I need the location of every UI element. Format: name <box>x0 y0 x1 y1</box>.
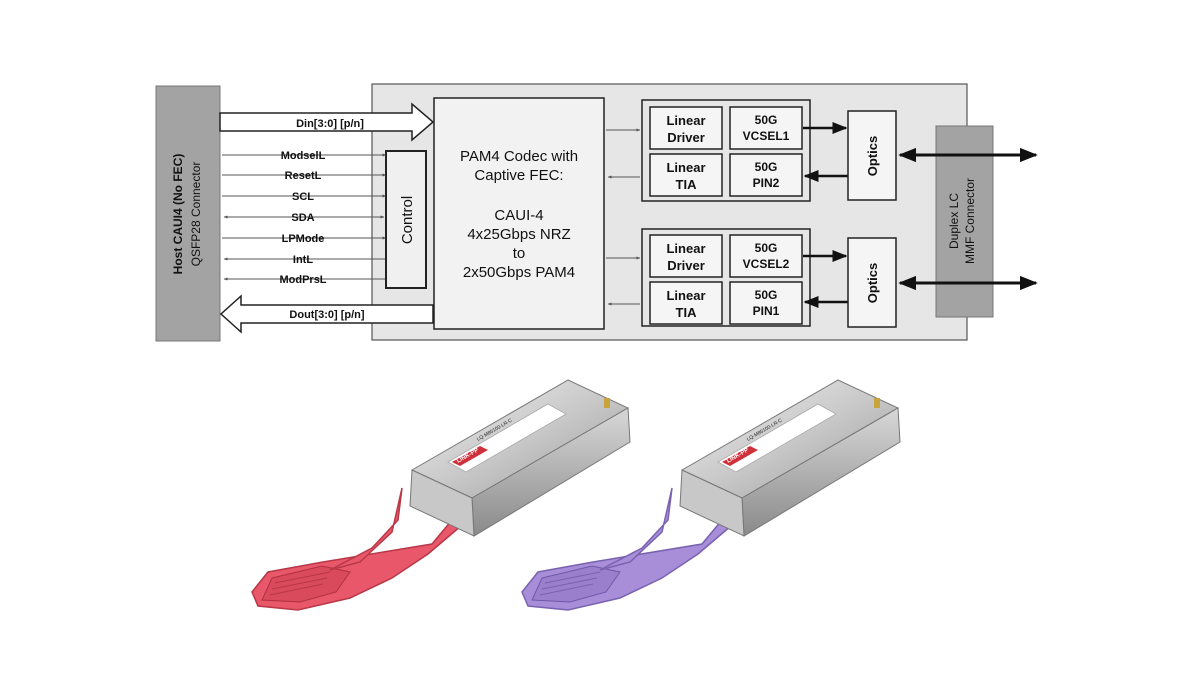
optics-block-2: Optics <box>847 237 897 328</box>
control-signals <box>222 153 387 281</box>
codec-line-3: CAUI-4 <box>494 207 543 224</box>
lane-2: Linear Driver Linear TIA 50G VCSEL2 50G … <box>641 228 811 327</box>
dout-arrow: Dout[3:0] [p/n] <box>219 294 434 334</box>
qsfp-module-left: LINK-PP LQ-M85100-LR-C <box>251 379 631 611</box>
signal-lpmode: LPMode <box>282 233 325 245</box>
dout-label: Dout[3:0] [p/n] <box>289 309 364 321</box>
lane1-tia-line2: TIA <box>676 177 698 192</box>
lane2-driver-line1: Linear <box>666 241 705 256</box>
control-signal-labels: ModselL ResetL SCL SDA LPMode IntL ModPr… <box>279 150 326 286</box>
lane1-vcsel-line2: VCSEL1 <box>743 129 790 143</box>
optics-1-label: Optics <box>865 136 880 176</box>
lane2-tia-line2: TIA <box>676 305 698 320</box>
lane1-driver-box <box>649 106 723 150</box>
codec-block: PAM4 Codec with Captive FEC: CAUI-4 4x25… <box>433 97 605 330</box>
lane2-pin-box <box>729 281 803 325</box>
lane1-pin-box <box>729 153 803 197</box>
signal-sda: SDA <box>291 212 314 224</box>
lane-1: Linear Driver Linear TIA 50G VCSEL1 50G … <box>641 99 811 202</box>
lane2-vcsel-line2: VCSEL2 <box>743 257 790 271</box>
host-title: Host CAUI4 (No FEC) <box>171 154 185 275</box>
lc-line-2: MMF Connector <box>963 178 977 264</box>
lane2-driver-box <box>649 234 723 278</box>
optics-link-arrows <box>803 122 848 308</box>
din-arrow: Din[3:0] [p/n] <box>219 102 435 142</box>
lane2-tia-box <box>649 281 723 325</box>
lane1-pin-line1: 50G <box>755 160 778 174</box>
lane2-vcsel-line1: 50G <box>755 241 778 255</box>
signal-reset: ResetL <box>285 170 322 182</box>
codec-line-5: to <box>513 245 526 262</box>
din-label: Din[3:0] [p/n] <box>296 118 364 130</box>
control-block: Control <box>385 150 427 289</box>
lane2-vcsel-box <box>729 234 803 278</box>
lane2-pin-line1: 50G <box>755 288 778 302</box>
lane1-driver-line2: Driver <box>667 130 705 145</box>
lane1-vcsel-box <box>729 106 803 150</box>
control-label: Control <box>399 196 416 244</box>
optics-block-1: Optics <box>847 110 897 201</box>
fiber-arrows <box>898 147 1038 291</box>
lane1-driver-line1: Linear <box>666 113 705 128</box>
host-connector: Host CAUI4 (No FEC) QSFP28 Connector <box>155 85 221 342</box>
lc-line-1: Duplex LC <box>947 193 961 249</box>
codec-line-1: PAM4 Codec with <box>460 148 578 165</box>
signal-modprs: ModPrsL <box>279 274 326 286</box>
signal-modsel: ModselL <box>281 150 326 162</box>
lane2-pin-line2: PIN1 <box>753 304 780 318</box>
lane1-pin-line2: PIN2 <box>753 176 780 190</box>
codec-lane-arrows <box>606 128 641 306</box>
host-subtitle: QSFP28 Connector <box>189 162 203 267</box>
codec-line-4: 4x25Gbps NRZ <box>467 226 570 243</box>
signal-scl: SCL <box>292 191 314 203</box>
lane2-tia-line1: Linear <box>666 288 705 303</box>
lane1-tia-box <box>649 153 723 197</box>
lane1-vcsel-line1: 50G <box>755 113 778 127</box>
codec-line-2: Captive FEC: <box>474 167 563 184</box>
lane1-tia-line1: Linear <box>666 160 705 175</box>
lane2-driver-line2: Driver <box>667 258 705 273</box>
signal-int: IntL <box>293 254 313 266</box>
codec-line-6: 2x50Gbps PAM4 <box>463 264 575 281</box>
qsfp-module-right: LINK-PP LQ-M85100-LR-C <box>521 379 901 611</box>
optics-2-label: Optics <box>865 263 880 303</box>
